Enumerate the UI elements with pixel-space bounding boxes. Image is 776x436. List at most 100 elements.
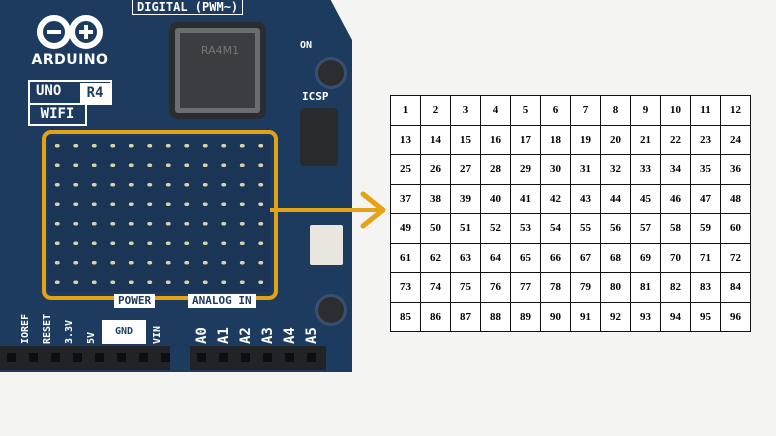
- grid-cell: 95: [690, 301, 721, 332]
- grid-cell: 37: [390, 183, 421, 214]
- header-pin: [51, 353, 60, 362]
- on-label: ON: [300, 40, 313, 51]
- header-pin: [117, 353, 126, 362]
- grid-cell: 85: [390, 301, 421, 332]
- grid-cell: 18: [540, 124, 571, 155]
- grid-cell: 41: [510, 183, 541, 214]
- grid-cell: 55: [570, 213, 601, 244]
- grid-cell: 3: [450, 95, 481, 126]
- grid-cell: 11: [690, 95, 721, 126]
- grid-cell: 59: [690, 213, 721, 244]
- grid-cell: 92: [600, 301, 631, 332]
- pin-label-ioref: IOREF: [20, 313, 31, 344]
- mounting-hole: [318, 297, 344, 323]
- pin-label-a1: A1: [216, 327, 232, 344]
- header-pin: [29, 353, 38, 362]
- grid-cell: 88: [480, 301, 511, 332]
- grid-cell: 91: [570, 301, 601, 332]
- grid-cell: 66: [540, 242, 571, 273]
- grid-cell: 21: [630, 124, 661, 155]
- qwiic-connector: [310, 225, 343, 265]
- grid-cell: 78: [540, 272, 571, 303]
- header-pin: [307, 353, 316, 362]
- grid-cell: 38: [420, 183, 451, 214]
- grid-cell: 52: [480, 213, 511, 244]
- model-name: UNO: [36, 83, 62, 99]
- grid-cell: 64: [480, 242, 511, 273]
- grid-cell: 30: [540, 154, 571, 185]
- microcontroller-chip: [175, 28, 260, 113]
- grid-cell: 25: [390, 154, 421, 185]
- grid-cell: 26: [420, 154, 451, 185]
- pin-label-gnd: GND: [102, 320, 146, 344]
- grid-cell: 22: [660, 124, 691, 155]
- pin-label-a2: A2: [238, 327, 254, 344]
- grid-cell: 54: [540, 213, 571, 244]
- power-pin-header: [0, 346, 170, 370]
- variant-badge: WIFI: [28, 103, 87, 126]
- grid-cell: 34: [660, 154, 691, 185]
- icsp-label: ICSP: [302, 90, 329, 103]
- grid-cell: 72: [720, 242, 751, 273]
- grid-cell: 40: [480, 183, 511, 214]
- pin-label-3v3: 3.3V: [64, 319, 75, 344]
- grid-cell: 89: [510, 301, 541, 332]
- grid-cell: 70: [660, 242, 691, 273]
- analog-label: ANALOG IN: [188, 294, 256, 308]
- pin-label-5v: 5V: [86, 331, 97, 344]
- header-pin: [219, 353, 228, 362]
- grid-cell: 31: [570, 154, 601, 185]
- mounting-hole: [318, 60, 344, 86]
- grid-cell: 81: [630, 272, 661, 303]
- header-pin: [73, 353, 82, 362]
- grid-cell: 29: [510, 154, 541, 185]
- grid-cell: 45: [630, 183, 661, 214]
- grid-cell: 96: [720, 301, 751, 332]
- grid-cell: 14: [420, 124, 451, 155]
- grid-cell: 58: [660, 213, 691, 244]
- grid-cell: 51: [450, 213, 481, 244]
- chip-marking: RA4M1: [200, 44, 240, 57]
- grid-cell: 17: [510, 124, 541, 155]
- grid-cell: 80: [600, 272, 631, 303]
- analog-pin-header: [190, 346, 326, 370]
- model-badge: UNO R4: [28, 80, 112, 105]
- grid-cell: 12: [720, 95, 751, 126]
- header-pin: [161, 353, 170, 362]
- grid-cell: 15: [450, 124, 481, 155]
- infinity-logo-icon: [37, 15, 103, 49]
- grid-cell: 48: [720, 183, 751, 214]
- grid-cell: 7: [570, 95, 601, 126]
- grid-cell: 67: [570, 242, 601, 273]
- grid-cell: 2: [420, 95, 451, 126]
- grid-cell: 61: [390, 242, 421, 273]
- pin-label-reset: RESET: [42, 313, 53, 344]
- grid-cell: 69: [630, 242, 661, 273]
- grid-cell: 10: [660, 95, 691, 126]
- grid-cell: 65: [510, 242, 541, 273]
- pin-label-vin: VIN: [152, 325, 163, 344]
- grid-cell: 53: [510, 213, 541, 244]
- pin-label-a4: A4: [282, 327, 298, 344]
- pin-label-a5: A5: [304, 327, 320, 344]
- grid-cell: 74: [420, 272, 451, 303]
- grid-cell: 77: [510, 272, 541, 303]
- header-pin: [285, 353, 294, 362]
- grid-cell: 39: [450, 183, 481, 214]
- pin-label-a3: A3: [260, 327, 276, 344]
- brand-name: ARDUINO: [31, 52, 109, 68]
- power-label: POWER: [114, 294, 156, 308]
- grid-cell: 46: [660, 183, 691, 214]
- grid-cell: 16: [480, 124, 511, 155]
- grid-cell: 43: [570, 183, 601, 214]
- header-pin: [139, 353, 148, 362]
- grid-cell: 33: [630, 154, 661, 185]
- grid-cell: 42: [540, 183, 571, 214]
